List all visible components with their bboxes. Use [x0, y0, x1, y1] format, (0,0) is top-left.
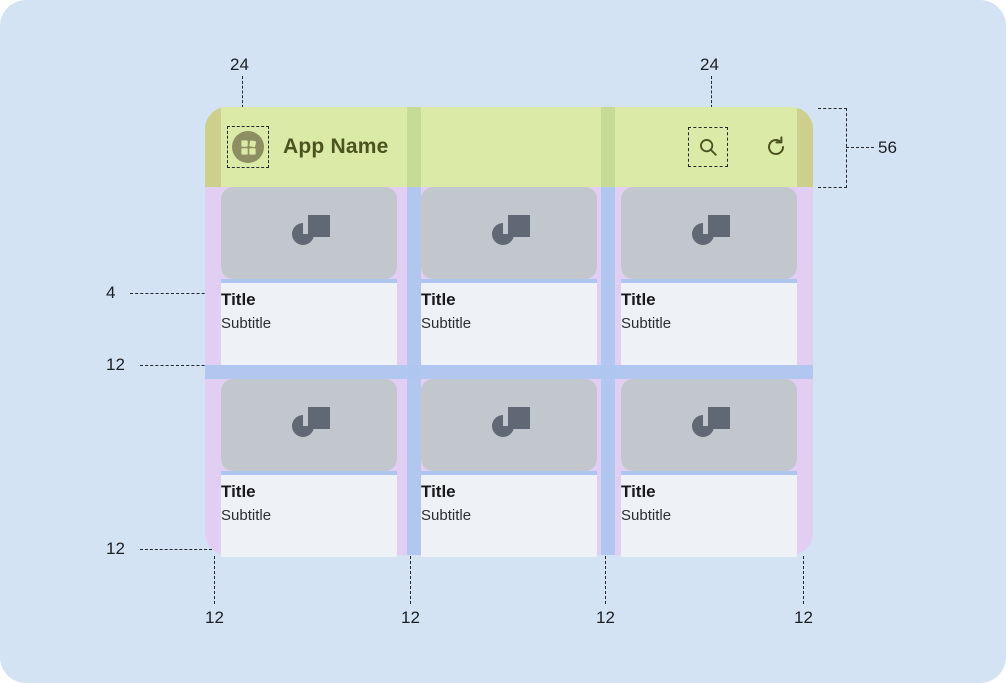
grid-squares-icon: [232, 131, 264, 163]
image-placeholder-icon: [492, 215, 530, 245]
image-placeholder-icon: [492, 407, 530, 437]
card-subtitle: Subtitle: [421, 315, 472, 332]
card[interactable]: Title Subtitle: [221, 379, 397, 557]
card-title: Title: [221, 482, 256, 501]
annotation-label-bottom-margin: 12: [106, 539, 125, 558]
card-title: Title: [421, 482, 456, 501]
card-media: [621, 187, 797, 279]
image-placeholder-icon: [292, 407, 330, 437]
card[interactable]: Title Subtitle: [621, 379, 797, 557]
card-subtitle: Subtitle: [221, 507, 272, 524]
row-gutter-1: [205, 365, 813, 379]
annotation-label-appbar-height: 56: [878, 138, 897, 157]
refresh-button[interactable]: [761, 132, 791, 162]
card-subtitle: Subtitle: [421, 507, 472, 524]
app-artboard: App Name: [205, 107, 813, 557]
card-grid: Title Subtitle Title: [221, 187, 797, 557]
card-title: Title: [221, 290, 256, 309]
annotation-leader-bottom-3: [605, 556, 606, 604]
card-title: Title: [621, 290, 656, 309]
annotation-leader-appbar-height: [846, 147, 874, 148]
appbar-margin-right: [797, 107, 813, 187]
annotation-leader-title-spacing: [130, 293, 220, 294]
card[interactable]: Title Subtitle: [421, 187, 597, 365]
card-text: Title Subtitle: [621, 475, 797, 557]
card-row: Title Subtitle Title: [221, 187, 797, 365]
annotation-leader-search-icon: [711, 76, 712, 132]
card-subtitle: Subtitle: [221, 315, 272, 332]
card-text: Title Subtitle: [421, 475, 597, 557]
card-media: [221, 187, 397, 279]
annotation-leader-bottom-4: [803, 556, 804, 604]
annotation-label-bottom-3: 12: [596, 608, 615, 627]
annotation-leader-bottom-2: [410, 556, 411, 604]
card[interactable]: Title Subtitle: [421, 379, 597, 557]
card-row: Title Subtitle Title: [221, 379, 797, 557]
annotation-leader-bottom-margin: [140, 549, 212, 550]
card-text: Title Subtitle: [221, 283, 397, 365]
annotation-leader-bottom-1: [214, 556, 215, 604]
card-subtitle: Subtitle: [621, 315, 672, 332]
annotation-label-bottom-4: 12: [794, 608, 813, 627]
card-title: Title: [421, 290, 456, 309]
annotation-leader-app-icon: [242, 76, 243, 132]
appbar-gutter-2: [601, 107, 615, 187]
annotation-label-search-icon-size: 24: [700, 55, 719, 74]
search-icon: [700, 139, 717, 156]
card-text: Title Subtitle: [221, 475, 397, 557]
refresh-icon: [768, 136, 784, 155]
card[interactable]: Title Subtitle: [221, 187, 397, 365]
appbar-gutter-1: [407, 107, 421, 187]
card-title: Title: [621, 482, 656, 501]
card-media: [421, 187, 597, 279]
annotation-label-bottom-2: 12: [401, 608, 420, 627]
annotation-label-app-icon-size: 24: [230, 55, 249, 74]
card-text: Title Subtitle: [421, 283, 597, 365]
annotation-leader-row-gap: [140, 365, 220, 366]
card-title-gap: [221, 279, 397, 283]
image-placeholder-icon: [692, 407, 730, 437]
card-text: Title Subtitle: [621, 283, 797, 365]
annotation-label-bottom-1: 12: [205, 608, 224, 627]
card-media: [621, 379, 797, 471]
annotation-bracket-appbar-height: [818, 108, 847, 188]
card-title-gap: [621, 279, 797, 283]
card-title-gap: [221, 471, 397, 475]
card[interactable]: Title Subtitle: [621, 187, 797, 365]
content-area: Title Subtitle Title: [205, 187, 813, 557]
card-title-gap: [621, 471, 797, 475]
image-placeholder-icon: [692, 215, 730, 245]
appbar-margin-left: [205, 107, 221, 187]
app-title: App Name: [283, 135, 389, 158]
annotation-label-row-gap: 12: [106, 355, 125, 374]
card-media: [221, 379, 397, 471]
card-title-gap: [421, 471, 597, 475]
annotation-label-title-spacing: 4: [106, 283, 116, 302]
card-subtitle: Subtitle: [621, 507, 672, 524]
image-placeholder-icon: [292, 215, 330, 245]
card-media: [421, 379, 597, 471]
app-menu-button[interactable]: [227, 126, 269, 168]
app-bar: App Name: [205, 107, 813, 187]
card-title-gap: [421, 279, 597, 283]
search-button[interactable]: [688, 127, 728, 167]
